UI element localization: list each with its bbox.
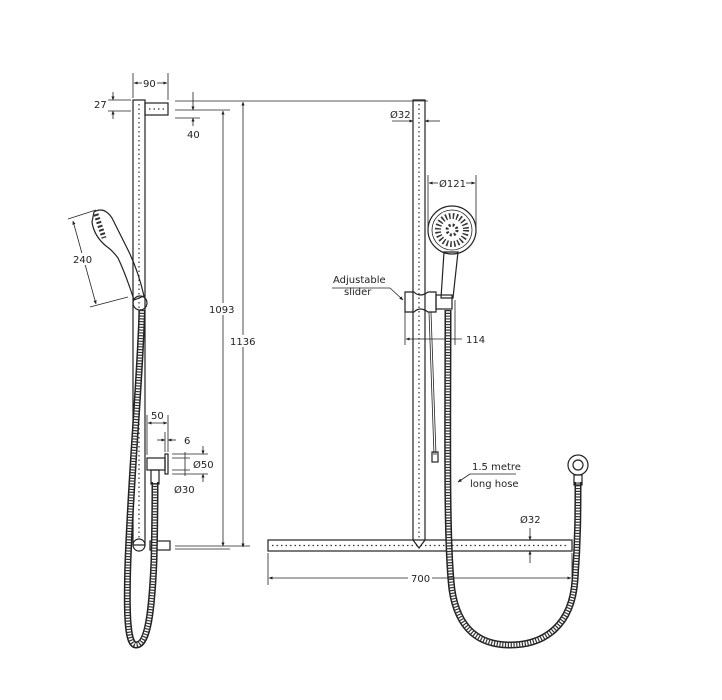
dim-50: 50 bbox=[151, 411, 164, 422]
side-view: 90 27 40 1093 1136 2 bbox=[67, 73, 428, 649]
slider-label-line1: Adjustable bbox=[333, 275, 386, 286]
wall-outlet-side bbox=[146, 453, 169, 485]
bottom-bracket-joint bbox=[132, 538, 146, 552]
dim-o50: Ø50 bbox=[193, 459, 214, 471]
wall-outlet-front bbox=[567, 454, 589, 486]
hose-label-line2: long hose bbox=[470, 479, 519, 490]
dim-27: 27 bbox=[94, 100, 107, 111]
dim-1093: 1093 bbox=[209, 305, 234, 316]
dim-240: 240 bbox=[73, 255, 92, 266]
dim-40: 40 bbox=[187, 130, 200, 141]
horizontal-bar bbox=[267, 539, 573, 552]
dim-6: 6 bbox=[184, 436, 190, 447]
dim-90: 90 bbox=[143, 79, 156, 90]
hose-front bbox=[444, 309, 582, 649]
adjustable-slider bbox=[404, 291, 453, 313]
dim-o121: Ø121 bbox=[439, 178, 466, 190]
dim-o30: Ø30 bbox=[174, 484, 195, 496]
dim-700: 700 bbox=[411, 574, 430, 585]
top-bracket bbox=[144, 102, 169, 116]
slider-label-line2: slider bbox=[344, 287, 372, 298]
dim-114: 114 bbox=[466, 335, 485, 346]
front-view: Ø32 Ø121 Adjustable slider 114 bbox=[267, 99, 589, 649]
dim-1136: 1136 bbox=[230, 337, 255, 348]
handshower-front bbox=[427, 205, 477, 299]
dim-bar-o32: Ø32 bbox=[520, 514, 541, 526]
hose-label-line1: 1.5 metre bbox=[472, 462, 521, 473]
dim-rail-o32: Ø32 bbox=[390, 109, 411, 121]
handshower-side bbox=[91, 209, 148, 311]
rail-front bbox=[412, 99, 426, 549]
